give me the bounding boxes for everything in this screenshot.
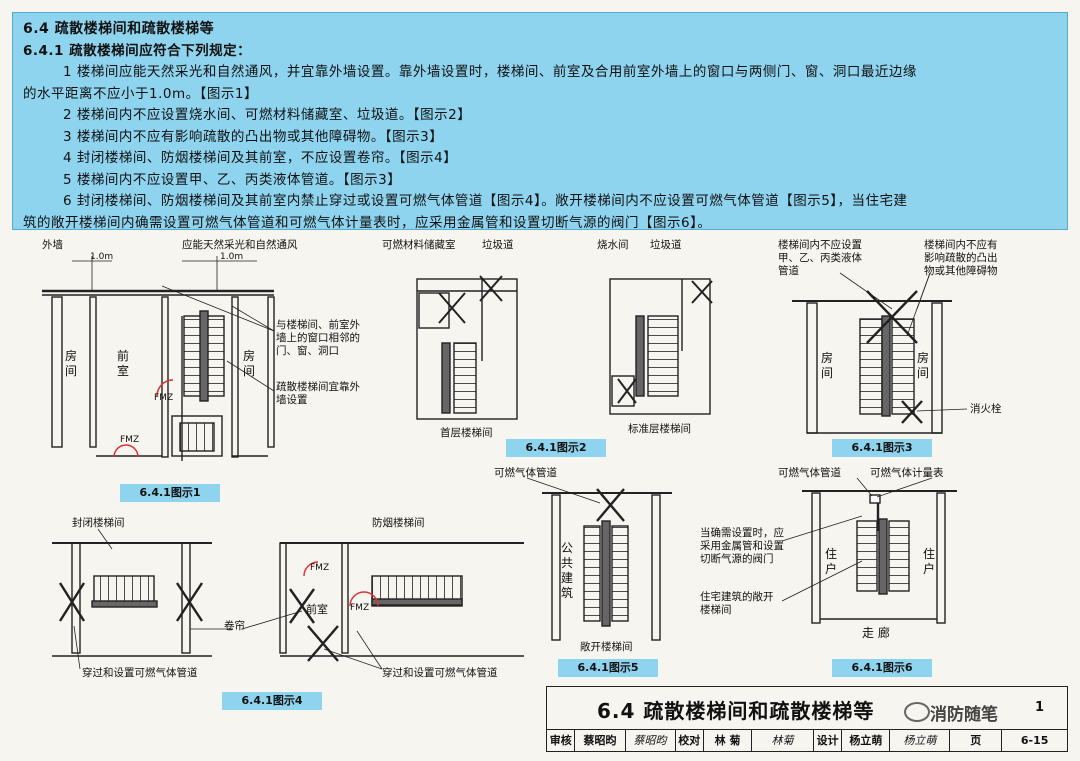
fig4-leaders: [73, 528, 383, 670]
fig6-corridor-label: 走 廊: [862, 626, 890, 640]
fig4-anteroom: 前室: [306, 603, 328, 616]
fig6-caption: 6.4.1图示6: [832, 659, 932, 677]
fig2-caption: 6.4.1图示2: [506, 439, 606, 457]
fig1-caption: 6.4.1图示1: [120, 484, 220, 502]
wechat-icon: [904, 702, 930, 722]
fig4-x-marks: [58, 582, 339, 662]
fig3-x-marks: [866, 290, 923, 424]
fig4-gas-right-label: 穿过和设置可燃气体管道: [382, 667, 498, 679]
fig2-garbage-label-1: 垃圾道: [482, 239, 514, 251]
item-1-line-2: 的水平距离不应小于1.0m。【图示1】: [23, 85, 258, 102]
fig4-enclosed-label: 封闭楼梯间: [72, 517, 125, 529]
plan-drawings: [42, 256, 968, 670]
fig4-caption: 6.4.1图示4: [222, 692, 322, 710]
fig3-obstacle-note: 楼梯间内不应有影响疏散的凸出物或其他障碍物: [924, 239, 998, 277]
fig1-stair-note: 疏散楼梯间宜靠外墙设置: [276, 381, 360, 406]
item-6-line-2: 筑的敞开楼梯间内确需设置可燃气体管道和可燃气体计量表时，应采用金属管和设置切断气…: [23, 214, 712, 231]
item-4: 4 封闭楼梯间、防烟楼梯间及其前室，不应设置卷帘。【图示4】: [63, 150, 458, 166]
fig6-gas-pipe-label: 可燃气体管道: [778, 467, 841, 479]
watermark-text: 消防随笔: [930, 705, 998, 725]
checker-signature: 林菊: [752, 730, 814, 751]
title-block: 6.4 疏散楼梯间和疏散楼梯等 审核 蔡昭昀 蔡昭昀 校对 林 菊 林菊 设计 …: [546, 686, 1068, 752]
fig3-liquid-note: 楼梯间内不应设置甲、乙、丙类液体管道: [778, 239, 862, 277]
fig5-leader: [526, 477, 601, 504]
title-block-header: 6.4 疏散楼梯间和疏散楼梯等: [546, 686, 1068, 730]
fig6-open-stair-note: 住宅建筑的敞开楼梯间: [700, 591, 774, 616]
page-label: 页: [950, 730, 1003, 751]
title-block-title: 6.4 疏散楼梯间和疏散楼梯等: [597, 699, 875, 723]
fig3-hydrant-label: 消火栓: [970, 403, 1002, 415]
page-number: 6-15: [1020, 734, 1049, 747]
fig4-fm-side: FMZ: [350, 603, 370, 613]
fig1-window-note: 与楼梯间、前室外墙上的窗口相邻的门、窗、洞口: [276, 319, 360, 357]
fig3-caption: 6.4.1图示3: [832, 439, 932, 457]
item-5: 5 楼梯间内不应设置甲、乙、丙类液体管道。【图示3】: [63, 171, 402, 188]
fig2-x-marks: [438, 275, 713, 404]
fig1-room-right: 房间: [242, 349, 255, 378]
fig6-plan: [802, 490, 957, 624]
reviewer-signature: 蔡昭昀: [626, 730, 676, 751]
fig3-leaders: [839, 272, 968, 412]
fig1-dim-right: 1.0m: [220, 252, 244, 262]
fig1-plan: [42, 256, 275, 461]
fig2-storage-label: 可燃材料储藏室: [382, 239, 456, 251]
check-label: 校对: [676, 730, 704, 751]
fig5-gas-pipe-label: 可燃气体管道: [494, 467, 557, 479]
fig6-metal-pipe-note: 当确需设置时，应采用金属管和设置切断气源的阀门: [700, 527, 784, 565]
fig4-fm-top: FMZ: [310, 563, 330, 573]
item-6-line-1: 6 封闭楼梯间、防烟楼梯间及其前室内禁止穿过或设置可燃气体管道【图示4】。敞开楼…: [63, 193, 908, 209]
fig5-plan: [542, 492, 672, 641]
title-block-signature-row: 审核 蔡昭昀 蔡昭昀 校对 林 菊 林菊 设计 杨立萌 杨立萌 页 6-15: [546, 730, 1068, 752]
fig5-x-mark: [596, 488, 625, 522]
fig6-dwelling-right: 住户: [922, 547, 935, 576]
fig4-shutter-label: 卷帘: [224, 620, 245, 632]
fig4-gas-left-label: 穿过和设置可燃气体管道: [82, 667, 198, 679]
fig1-outer-wall-label: 外墙: [42, 239, 63, 251]
section-title: 6.4 疏散楼梯间和疏散楼梯等: [23, 21, 215, 37]
fig2-standard-floor-label: 标准层楼梯间: [628, 423, 691, 435]
fig1-room-left: 房间: [64, 349, 77, 378]
fig1-fm-lower: FMZ: [120, 435, 140, 445]
fig1-anteroom: 前室: [116, 349, 129, 378]
figure-code-tail: 1: [1035, 700, 1045, 715]
fig6-dwelling-left: 住户: [824, 547, 837, 576]
fig2-garbage-label-2: 垃圾道: [650, 239, 682, 251]
fig6-leaders: [781, 477, 933, 602]
fig1-fm-upper: FMZ: [154, 393, 174, 403]
fig1-dim-left: 1.0m: [90, 252, 114, 262]
fig4-plan: [52, 542, 524, 657]
fig2-plan: [416, 278, 711, 420]
fig5-public-building: 公共建筑: [560, 541, 573, 600]
designer-signature: 杨立萌: [890, 730, 951, 751]
fig5-caption: 6.4.1图示5: [558, 659, 658, 677]
checker-name: 林 菊: [704, 730, 753, 751]
item-2: 2 楼梯间内不应设置烧水间、可燃材料储藏室、垃圾道。【图示2】: [63, 107, 472, 123]
reviewer-name: 蔡昭昀: [575, 730, 626, 751]
fig2-ground-floor-label: 首层楼梯间: [440, 427, 493, 439]
designer-name: 杨立萌: [842, 730, 891, 751]
fig4-smokeproof-label: 防烟楼梯间: [372, 517, 425, 529]
fig3-room-right: 房间: [916, 351, 929, 380]
review-label: 审核: [547, 730, 576, 751]
fig3-plan: [792, 300, 952, 434]
item-3: 3 楼梯间内不应有影响疏散的凸出物或其他障碍物。【图示3】: [63, 128, 444, 145]
fig1-light-vent-label: 应能天然采光和自然通风: [182, 239, 298, 251]
code-text-box: 6.4 疏散楼梯间和疏散楼梯等 6.4.1 疏散楼梯间应符合下列规定： 1 楼梯…: [12, 12, 1068, 231]
fig3-room-left: 房间: [820, 351, 833, 380]
fig2-boiler-label: 烧水间: [597, 239, 629, 251]
fig5-open-stair-label: 敞开楼梯间: [580, 641, 633, 653]
clause-heading: 6.4.1 疏散楼梯间应符合下列规定：: [23, 42, 252, 59]
item-1-line-1: 1 楼梯间应能天然采光和自然通风，并宜靠外墙设置。靠外墙设置时，楼梯间、前室及合…: [63, 64, 917, 80]
fig6-gas-meter-label: 可燃气体计量表: [870, 467, 944, 479]
design-label: 设计: [814, 730, 843, 751]
diagram-area: 外墙 应能天然采光和自然通风 1.0m 1.0m 房间 前室 房间 FMZ FM…: [12, 231, 1068, 681]
